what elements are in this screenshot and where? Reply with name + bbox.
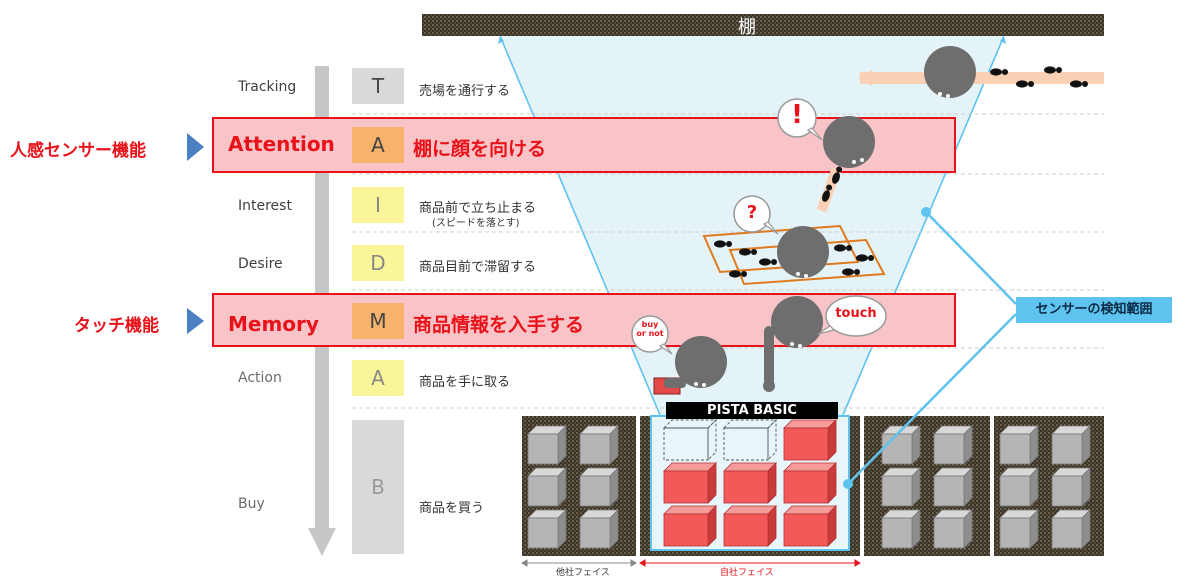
stage-label-desire: Desire — [238, 256, 283, 272]
person-desire-icon — [777, 226, 829, 278]
exclaim-text: ! — [791, 100, 803, 130]
person-memory-icon — [763, 296, 823, 392]
buy-or-not-text: buy or not — [636, 320, 664, 338]
desc-tracking: 売場を通行する — [419, 84, 511, 99]
memory-pointer-icon — [187, 308, 204, 334]
callout-dot-bottom — [843, 479, 853, 489]
sensor-edge-right — [842, 35, 1005, 416]
flow-arrow-head — [308, 528, 336, 556]
stage-label-memory: Memory — [228, 312, 319, 336]
stage-label-action: Action — [238, 370, 282, 386]
letter-m: M — [369, 309, 387, 333]
shelf-label: 棚 — [738, 17, 756, 38]
desc-action: 商品を手に取る — [419, 375, 511, 390]
person-tracking-icon — [924, 46, 976, 98]
desc-interest: 商品前で立ち止まる — [419, 201, 537, 216]
walk-path-band — [860, 72, 1104, 84]
letter-t: T — [371, 74, 385, 98]
desc-buy: 商品を買う — [419, 501, 485, 516]
letter-boxes — [352, 68, 404, 554]
sensor-edge-left — [499, 35, 661, 416]
face-bracket-own — [639, 559, 861, 567]
letter-a-attention: A — [371, 133, 385, 157]
attention-side-label: 人感センサー機能 — [10, 141, 146, 161]
desc-desire: 商品目前で滞留する — [419, 260, 537, 275]
letter-i: I — [375, 193, 381, 217]
sensor-range-callout: センサーの検知範囲 — [1016, 297, 1172, 323]
letter-a-action: A — [371, 366, 385, 390]
stage-label-buy: Buy — [238, 496, 265, 512]
own-face-label: 自社フェイス — [720, 568, 774, 578]
callout-dot-top — [921, 207, 931, 217]
desc-memory: 商品情報を入手する — [413, 314, 585, 336]
shelf-top-bar — [422, 14, 1104, 36]
letter-d: D — [370, 251, 386, 275]
face-bracket-other — [521, 559, 637, 567]
touch-text: touch — [835, 306, 877, 321]
stage-label-interest: Interest — [238, 198, 292, 214]
stage-label-tracking: Tracking — [238, 79, 297, 95]
buy-or-not-bubble — [631, 315, 673, 355]
row-separators — [352, 113, 1104, 409]
touch-bubble — [817, 295, 887, 337]
desc-attention: 棚に顔を向ける — [413, 138, 547, 160]
desc-interest-sub: (スピードを落とす) — [432, 218, 520, 229]
sensor-callout-lines — [847, 211, 1017, 485]
question-text: ? — [746, 202, 758, 223]
other-face-label: 他社フェイス — [556, 568, 610, 578]
device-label: PISTA BASIC — [666, 402, 838, 419]
memory-side-label: タッチ機能 — [74, 316, 159, 336]
attention-pointer-icon — [187, 133, 204, 161]
question-bubble — [733, 195, 779, 235]
exclaim-bubble — [777, 98, 823, 141]
person-attention-icon — [823, 116, 875, 168]
stage-label-attention: Attention — [228, 132, 335, 156]
letter-b: B — [371, 475, 385, 499]
person-action-icon — [653, 336, 727, 395]
